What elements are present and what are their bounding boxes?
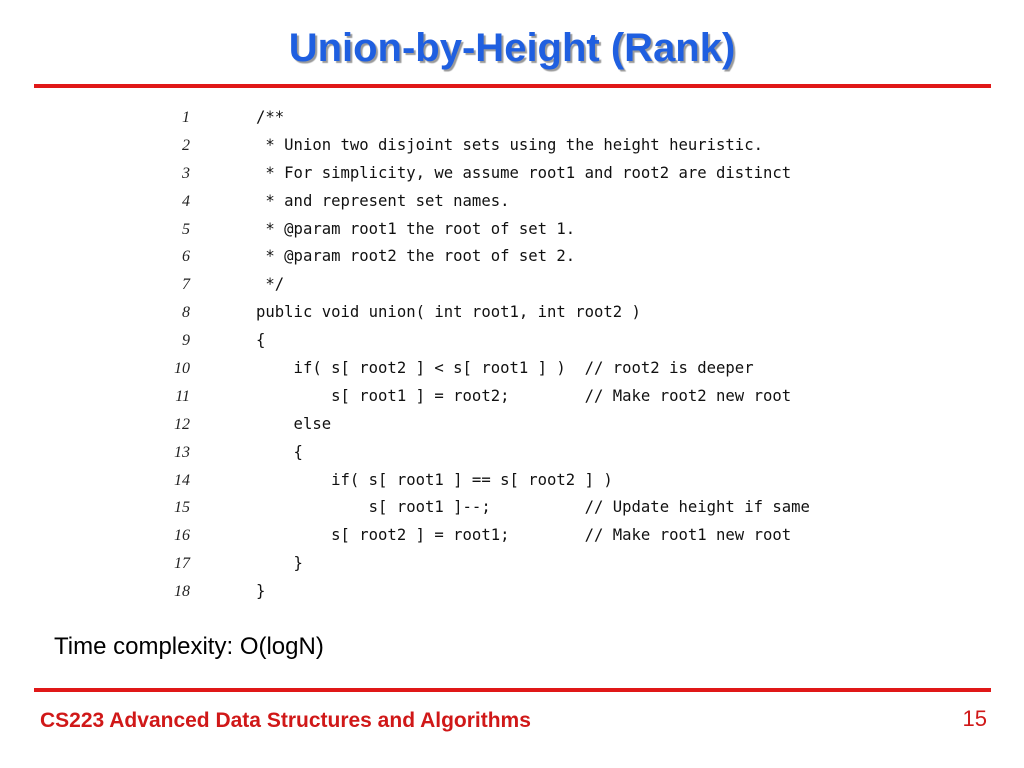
line-number: 17	[174, 555, 190, 573]
page-number: 15	[962, 706, 987, 731]
code-text: * For simplicity, we assume root1 and ro…	[256, 163, 792, 182]
line-number: 7	[182, 276, 190, 294]
footer-divider	[34, 688, 991, 692]
code-text: else	[256, 414, 332, 433]
code-text: public void union( int root1, int root2 …	[256, 303, 641, 322]
line-number: 3	[182, 164, 190, 182]
line-number: 15	[174, 499, 190, 517]
code-text: */	[256, 275, 285, 294]
code-text: /**	[256, 108, 285, 126]
code-text: if( s[ root1 ] == s[ root2 ] )	[256, 470, 613, 489]
line-number: 2	[182, 136, 190, 154]
code-text: }	[256, 582, 266, 601]
code-text: * Union two disjoint sets using the heig…	[256, 135, 763, 154]
line-number: 12	[174, 415, 190, 433]
title-divider	[34, 84, 991, 88]
complexity-note: Time complexity: O(logN)	[54, 633, 324, 660]
code-text: s[ root2 ] = root1; // Make root1 new ro…	[256, 526, 792, 545]
line-number: 14	[174, 471, 190, 489]
code-text: {	[256, 331, 266, 350]
line-number: 5	[182, 220, 190, 238]
code-text: s[ root1 ]--; // Update height if same	[256, 498, 810, 517]
code-text: * @param root1 the root of set 1.	[256, 219, 576, 238]
slide-title: Union-by-Height (Rank)	[288, 26, 736, 70]
code-text: {	[256, 442, 303, 461]
code-text: * @param root2 the root of set 2.	[256, 247, 576, 266]
line-number: 11	[175, 387, 190, 405]
line-number: 16	[174, 527, 190, 545]
code-text: if( s[ root2 ] < s[ root1 ] ) // root2 i…	[256, 359, 754, 378]
code-text: * and represent set names.	[256, 191, 510, 210]
line-number: 1	[182, 109, 190, 126]
line-number: 9	[182, 332, 190, 350]
line-number: 8	[182, 304, 190, 322]
footer-course-title: CS223 Advanced Data Structures and Algor…	[40, 709, 531, 732]
code-text: s[ root1 ] = root2; // Make root2 new ro…	[256, 386, 792, 405]
line-number: 6	[182, 248, 190, 266]
line-number: 10	[174, 360, 190, 378]
line-number: 13	[174, 443, 190, 461]
code-text: }	[256, 554, 303, 573]
line-number: 18	[174, 583, 190, 601]
line-number: 4	[182, 192, 190, 210]
